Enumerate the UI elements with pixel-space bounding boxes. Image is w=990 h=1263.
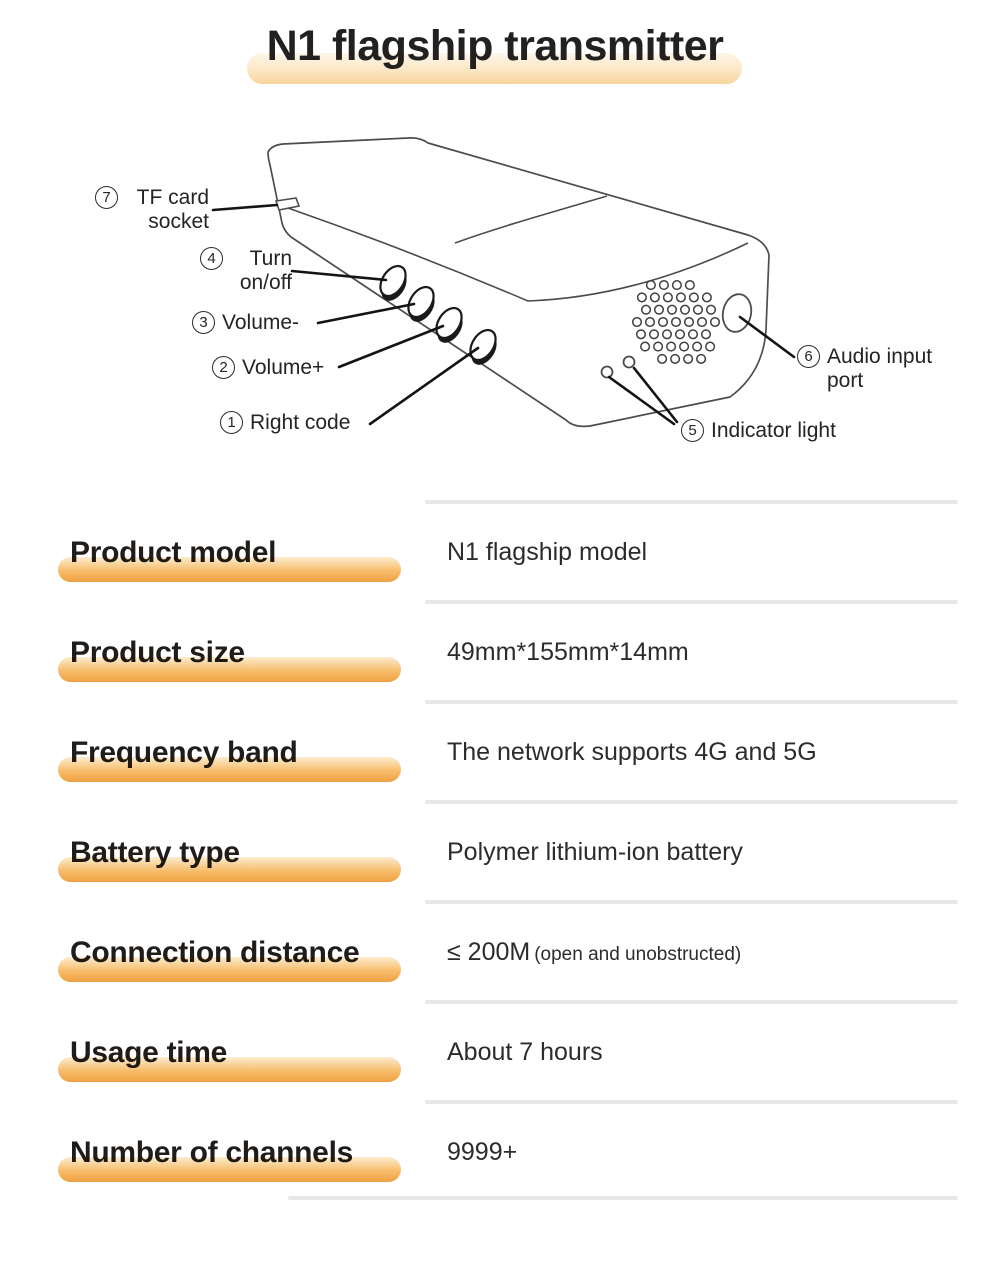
device-outline [267, 137, 770, 428]
callout-volume-plus: 2 Volume+ [212, 356, 324, 380]
device-illustration [211, 137, 796, 428]
circled-number-3: 3 [192, 311, 215, 334]
callout-audio-input-port: 6 Audio input port [797, 345, 932, 393]
callout-turn-on-off: 4 Turn on/off [200, 247, 292, 295]
spec-label-highlight [58, 957, 401, 982]
page-title: N1 flagship transmitter [266, 22, 724, 70]
row-divider [425, 600, 958, 604]
circled-number-6: 6 [797, 345, 820, 368]
row-divider [425, 1000, 958, 1004]
callout-lines [211, 203, 796, 426]
row-divider [425, 900, 958, 904]
circled-number-2: 2 [212, 356, 235, 379]
spec-value: 9999+ [447, 1138, 518, 1166]
speaker-grille [631, 280, 721, 364]
spec-value: N1 flagship model [447, 538, 648, 566]
spec-table: Product model N1 flagship model Product … [0, 500, 990, 1202]
spec-value-note: (open and unobstructed) [534, 944, 742, 965]
callout-right-code: 1 Right code [220, 411, 350, 435]
spec-row-battery-type: Battery type Polymer lithium-ion battery [0, 800, 990, 900]
callout-label: TF card socket [136, 186, 209, 233]
row-divider [425, 700, 958, 704]
callout-label: Indicator light [711, 419, 836, 442]
callout-label: Volume+ [242, 356, 325, 379]
indicator-light-dot [600, 365, 614, 379]
circled-number-5: 5 [681, 419, 704, 442]
callout-label: Turn on/off [239, 247, 292, 294]
spec-value: Polymer lithium-ion battery [447, 838, 743, 866]
callout-label: Right code [250, 411, 351, 434]
row-divider [425, 1100, 958, 1104]
spec-label-highlight [58, 1057, 401, 1082]
spec-value: The network supports 4G and 5G [447, 738, 817, 766]
spec-row-product-model: Product model N1 flagship model [0, 500, 990, 600]
spec-value: About 7 hours [447, 1038, 603, 1066]
right-code-button [469, 328, 497, 365]
callout-label: Volume- [222, 311, 300, 334]
spec-label-highlight [58, 557, 401, 582]
device-ridge-line [287, 207, 749, 302]
audio-input-port [721, 293, 753, 333]
spec-value: 49mm*155mm*14mm [447, 638, 689, 666]
callout-volume-minus: 3 Volume- [192, 311, 299, 335]
volume-minus-button [407, 285, 435, 322]
row-divider [425, 800, 958, 804]
indicator-light-dot [622, 355, 636, 369]
spec-label-highlight [58, 1157, 401, 1182]
callout-label: Audio input port [827, 345, 933, 392]
circled-number-7: 7 [95, 186, 118, 209]
title-highlight [247, 53, 742, 84]
spec-row-connection-distance: Connection distance ≤ 200M(open and unob… [0, 900, 990, 1000]
spec-row-product-size: Product size 49mm*155mm*14mm [0, 600, 990, 700]
row-divider [425, 500, 958, 504]
spec-label-highlight [58, 857, 401, 882]
bottom-divider [288, 1196, 958, 1200]
spec-row-usage-time: Usage time About 7 hours [0, 1000, 990, 1100]
circled-number-4: 4 [200, 247, 223, 270]
device-top-seam [454, 195, 608, 244]
callout-indicator-light: 5 Indicator light [681, 419, 836, 443]
volume-plus-button [435, 306, 463, 343]
callout-tf-card-socket: 7 TF card socket [95, 186, 209, 234]
spec-row-number-of-channels: Number of channels 9999+ [0, 1100, 990, 1200]
spec-value: ≤ 200M(open and unobstructed) [447, 938, 742, 966]
tf-card-slot [274, 197, 301, 211]
circled-number-1: 1 [220, 411, 243, 434]
power-button [379, 264, 407, 301]
spec-row-frequency-band: Frequency band The network supports 4G a… [0, 700, 990, 800]
spec-label-highlight [58, 757, 401, 782]
spec-label-highlight [58, 657, 401, 682]
